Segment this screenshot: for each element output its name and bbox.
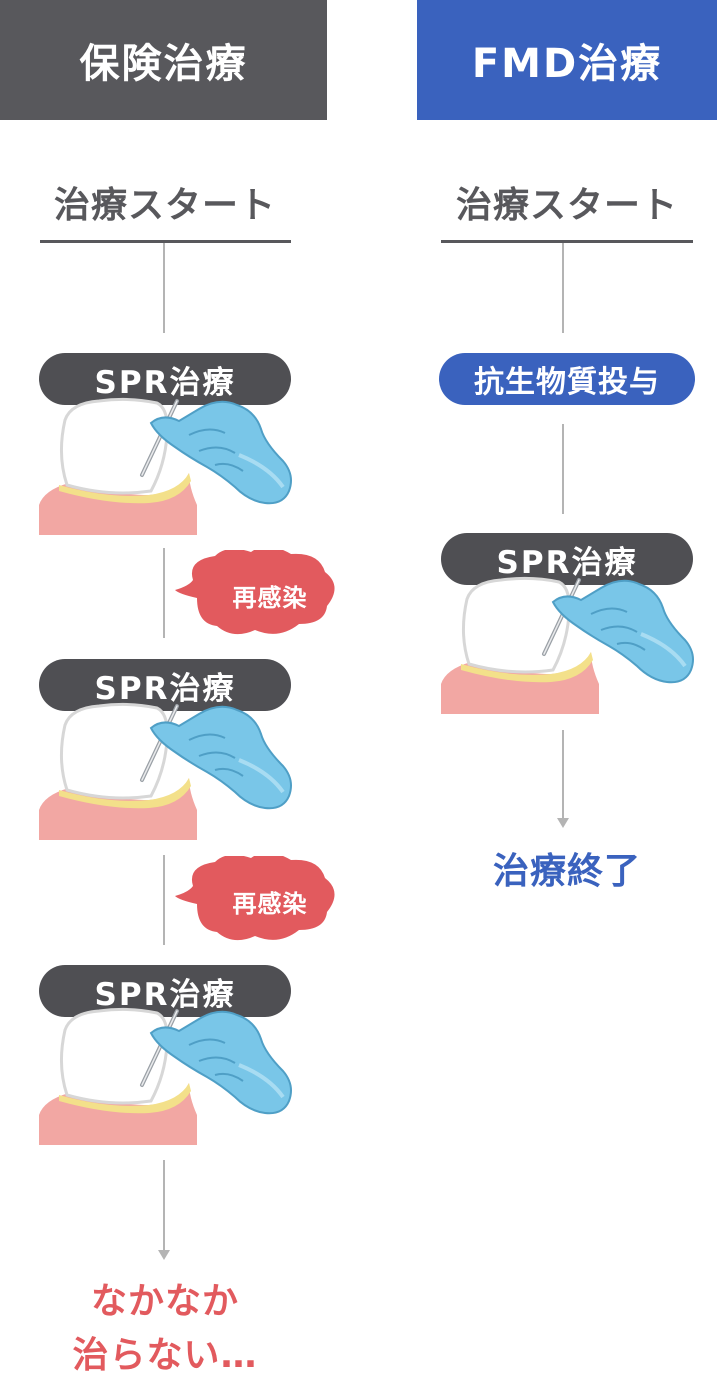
left-connector-3 <box>163 855 165 945</box>
reinfection-label-2: 再感染 <box>232 889 308 918</box>
left-connector-2 <box>163 548 165 638</box>
right-spr-step: SPR治療 <box>441 533 693 585</box>
right-connector-3 <box>562 730 564 818</box>
reinfection-cloud-2: 再感染 <box>175 856 345 946</box>
left-start-underline <box>40 240 291 243</box>
left-spr-step-3: SPR治療 <box>39 965 291 1017</box>
left-connector-4 <box>163 1160 165 1250</box>
antibiotic-step: 抗生物質投与 <box>439 353 695 405</box>
right-connector-2 <box>562 424 564 514</box>
left-spr-step-2: SPR治療 <box>39 659 291 711</box>
tooth-scaling-illustration-3 <box>39 1007 293 1145</box>
reinfection-label-1: 再感染 <box>232 583 308 612</box>
tooth-scaling-illustration-1 <box>39 397 293 535</box>
left-result-line-2: 治らない… <box>72 1335 258 1376</box>
down-arrow-icon <box>557 818 569 828</box>
left-connector-1 <box>163 243 165 333</box>
right-connector-1 <box>562 243 564 333</box>
left-result-line-1: なかなか <box>90 1281 239 1322</box>
down-arrow-icon <box>158 1250 170 1260</box>
reinfection-cloud-1: 再感染 <box>175 550 345 640</box>
tooth-scaling-illustration-2 <box>39 702 293 840</box>
left-start-label: 治療スタート <box>53 185 276 226</box>
right-start-underline <box>441 240 693 243</box>
insurance-treatment-header: 保険治療 <box>0 0 327 120</box>
fmd-treatment-header: FMD治療 <box>417 0 717 120</box>
left-result-text: なかなか 治らない… <box>20 1275 310 1383</box>
right-start-label: 治療スタート <box>455 185 678 226</box>
right-result-text: 治療終了 <box>492 851 641 892</box>
tooth-scaling-illustration-4 <box>441 576 695 714</box>
left-spr-step-1: SPR治療 <box>39 353 291 405</box>
